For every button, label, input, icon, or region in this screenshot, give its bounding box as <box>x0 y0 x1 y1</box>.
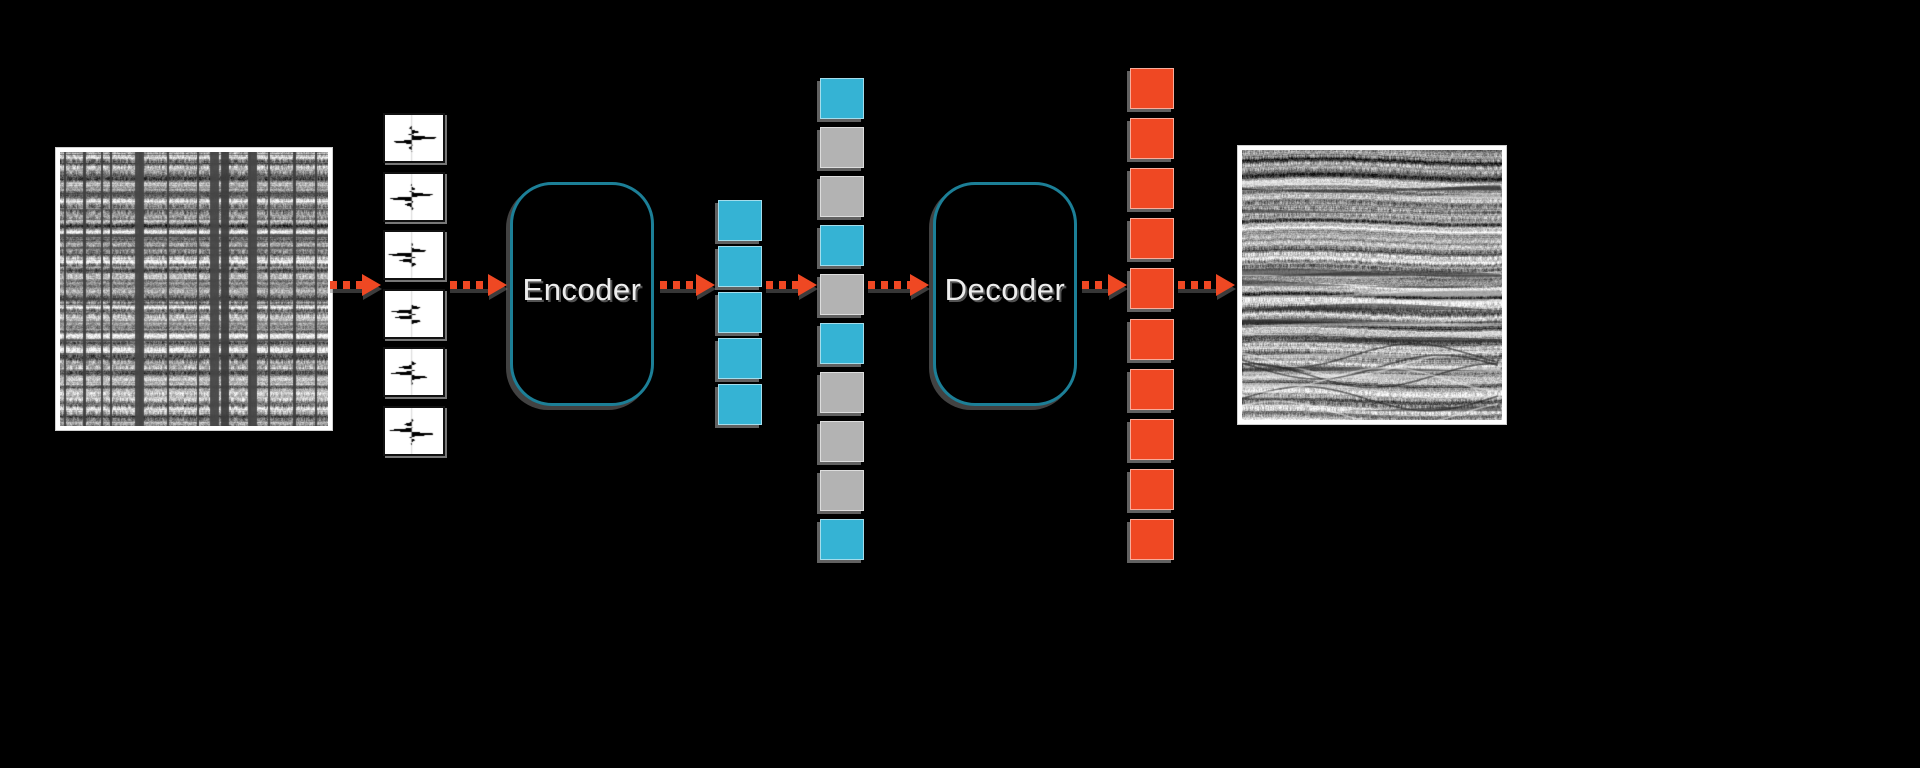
trace-thumbnail <box>383 172 445 222</box>
stack-cell <box>820 176 864 217</box>
stack-cell <box>718 200 762 241</box>
stack-cell <box>820 323 864 364</box>
stack-cell <box>718 292 762 333</box>
arrow-head-icon <box>696 274 715 296</box>
arrow-head-icon <box>488 274 507 296</box>
arrow-shaft <box>330 281 362 289</box>
arrow-shaft <box>660 281 696 289</box>
stack-cell <box>718 338 762 379</box>
decoder-label: Decoder <box>944 272 1066 307</box>
output-vector-stack <box>1130 68 1174 560</box>
stack-cell <box>1130 218 1174 259</box>
stack-cell <box>718 384 762 425</box>
stack-cell <box>820 372 864 413</box>
output-seismic-image <box>1238 146 1506 424</box>
stack-cell <box>1130 469 1174 510</box>
stack-cell <box>1130 68 1174 109</box>
arrow-shaft <box>1178 281 1216 289</box>
flow-arrow-decoder-to-output <box>1082 274 1128 296</box>
flow-arrow-traces-to-encoder <box>450 274 508 296</box>
flow-arrow-latent-to-masked <box>766 274 818 296</box>
stack-cell <box>1130 118 1174 159</box>
trace-thumbnail <box>383 113 445 163</box>
arrow-head-icon <box>1216 274 1235 296</box>
decoder-block[interactable] <box>933 182 1077 406</box>
trace-thumbnail <box>383 347 445 397</box>
trace-thumbnail-stack <box>383 113 445 456</box>
arrow-head-icon <box>910 274 929 296</box>
stack-cell <box>1130 419 1174 460</box>
stack-cell <box>1130 369 1174 410</box>
stack-cell <box>1130 268 1174 309</box>
arrow-head-icon <box>1108 274 1127 296</box>
arrow-shaft <box>868 281 910 289</box>
stack-cell <box>718 246 762 287</box>
encoder-block[interactable] <box>510 182 654 406</box>
latent-vector-stack <box>718 200 762 425</box>
stack-cell <box>820 225 864 266</box>
stack-cell <box>820 421 864 462</box>
stack-cell <box>820 470 864 511</box>
arrow-head-icon <box>362 274 381 296</box>
trace-thumbnail <box>383 289 445 339</box>
input-seismic-image <box>56 148 332 430</box>
masked-latent-stack <box>820 78 864 560</box>
flow-arrow-masked-to-decoder <box>868 274 930 296</box>
stack-cell <box>1130 519 1174 560</box>
flow-arrow-encoder-to-latent <box>660 274 716 296</box>
trace-thumbnail <box>383 406 445 456</box>
arrow-head-icon <box>798 274 817 296</box>
stack-cell <box>1130 319 1174 360</box>
arrow-shaft <box>1082 281 1108 289</box>
arrow-shaft <box>450 281 488 289</box>
stack-cell <box>820 519 864 560</box>
stack-cell <box>820 127 864 168</box>
stack-cell <box>1130 168 1174 209</box>
flow-arrow-output-to-image <box>1178 274 1236 296</box>
flow-arrow-input-to-traces <box>330 274 382 296</box>
trace-thumbnail <box>383 230 445 280</box>
stack-cell <box>820 274 864 315</box>
stack-cell <box>820 78 864 119</box>
arrow-shaft <box>766 281 798 289</box>
encoder-label: Encoder <box>522 272 642 307</box>
